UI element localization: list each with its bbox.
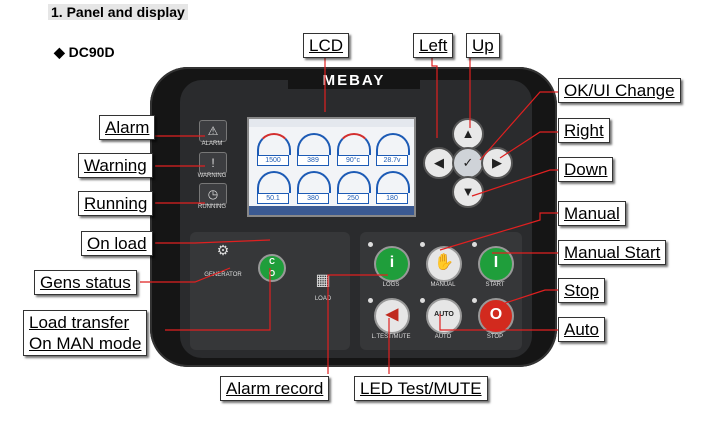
auto-button[interactable]: AUTO [426,298,462,334]
manual-led [420,242,425,247]
callout-led-test-mute: LED Test/MUTE [354,376,488,401]
callout-right: Right [558,118,610,143]
logs-button[interactable]: i [374,246,410,282]
gauge-oil [297,133,331,155]
navigation-pad: ▲ ◀ ✓ ▶ ▼ [423,118,513,208]
stop-icon: O [489,306,503,323]
mute-led [368,298,373,303]
section-title: 1. Panel and display [48,4,188,20]
callout-gens-status: Gens status [34,270,137,295]
auto-icon: AUTO [434,311,454,318]
gauge-power-value: 180 [376,193,408,204]
alarm-indicator-label: ALARM [201,141,223,147]
generator-icon: ⚙ [216,242,230,258]
load-label: LOAD [314,296,332,302]
warning-indicator: ! [199,152,227,174]
manual-label: MANUAL [430,282,456,288]
callout-up: Up [466,33,500,58]
brand-logo: MEBAY [288,73,420,89]
start-icon: I [493,254,499,271]
alarm-icon: ⚠ [207,124,219,138]
gauge-oil-value: 389 [297,155,329,166]
auto-label: AUTO [434,334,452,340]
callout-stop: Stop [558,278,605,303]
gauge-speed [257,133,291,155]
running-indicator: ◷ [199,183,227,205]
gauge-battery [376,133,410,155]
logs-label: LOGS [382,282,400,288]
gauge-freq-value: 50.1 [257,193,289,204]
callout-down: Down [558,157,614,182]
callout-manual: Manual [558,201,626,226]
logs-led [368,242,373,247]
gauge-voltage-value: 380 [297,193,329,204]
gauge-temp-value: 90°c [337,155,369,166]
start-button[interactable]: I [478,246,514,282]
gauge-current-value: 250 [337,193,369,204]
lcd-status-bar [249,206,414,215]
callout-load-transfer-line2: On MAN mode [29,334,142,353]
generator-label: GENERATOR [204,272,242,278]
up-arrow-icon: ▲ [461,126,475,141]
gauge-speed-value: 1500 [257,155,289,166]
gauge-current [337,171,371,193]
gauge-freq [257,171,291,193]
model-name: ◆ DC90D [54,44,115,60]
manual-button[interactable]: ✋ [426,246,462,282]
callout-running: Running [78,191,154,216]
gauge-power [376,171,410,193]
stop-label: STOP [486,334,504,340]
lcd-tabs [249,119,414,127]
leader-alarm-record [327,274,388,374]
callout-on-load: On load [81,231,153,256]
callout-alarm-record: Alarm record [220,376,330,401]
running-icon: ◷ [207,187,219,201]
check-icon: ✓ [462,155,474,170]
load-icon: ▦ [315,272,331,289]
leader-manual [439,212,562,251]
left-arrow-icon: ◀ [434,155,444,170]
leader-right [499,131,562,159]
stop-led [472,298,477,303]
leader-auto [439,314,562,331]
gauge-battery-value: 28.7v [376,155,408,166]
auto-led [420,298,425,303]
warning-indicator-label: WARNING [197,173,227,179]
led-test-mute-label: L.TEST/MUTE [371,334,411,340]
callout-lcd: LCD [303,33,350,58]
stop-button[interactable]: O [478,298,514,334]
callout-load-transfer: Load transfer On MAN mode [23,310,148,356]
running-indicator-label: RUNNING [198,204,226,210]
start-label: START [485,282,505,288]
down-arrow-icon: ▼ [461,184,475,199]
callout-manual-start: Manual Start [558,240,667,265]
leader-stop [489,289,562,309]
leader-ok [479,91,562,161]
gauge-temp [337,133,371,155]
callout-left: Left [413,33,454,58]
alarm-indicator: ⚠ [199,120,227,142]
gauge-voltage [297,171,331,193]
right-arrow-icon: ▶ [492,155,502,170]
hand-icon: ✋ [434,254,454,271]
leader-down [471,169,562,197]
leader-left [431,57,438,138]
callout-auto: Auto [558,317,605,342]
leader-onload [155,239,271,244]
info-icon: i [389,254,395,271]
warning-icon: ! [211,156,215,170]
callout-warning: Warning [78,153,153,178]
callout-ok-change: OK/UI Change [558,78,681,103]
callout-load-transfer-line1: Load transfer [29,313,130,332]
leader-gens [140,267,231,283]
callout-alarm: Alarm [99,115,156,140]
leader-load-transfer [165,268,271,331]
start-led [472,242,477,247]
lcd-screen: 1500 389 90°c 28.7v 50.1 380 250 180 [247,117,416,217]
